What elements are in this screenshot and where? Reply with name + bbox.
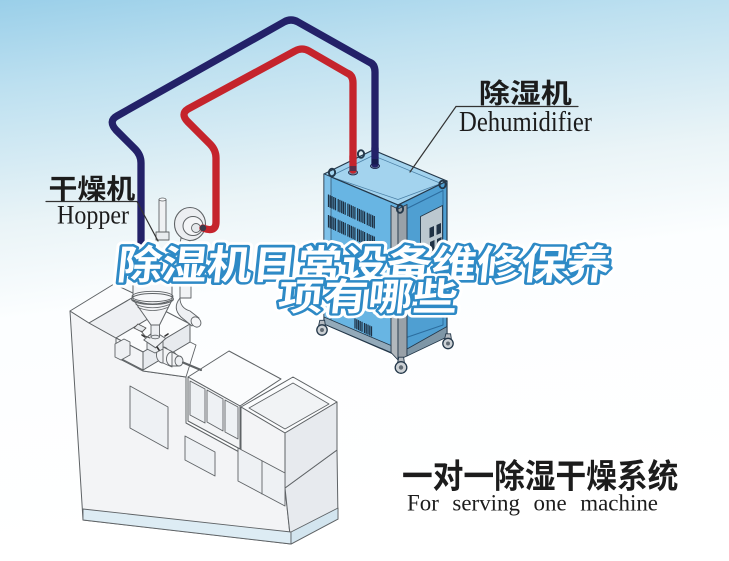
svg-text:For serving one machine: For serving one machine [407, 491, 658, 517]
svg-text:Dehumidifier: Dehumidifier [459, 107, 593, 138]
svg-text:Hopper: Hopper [57, 201, 129, 230]
